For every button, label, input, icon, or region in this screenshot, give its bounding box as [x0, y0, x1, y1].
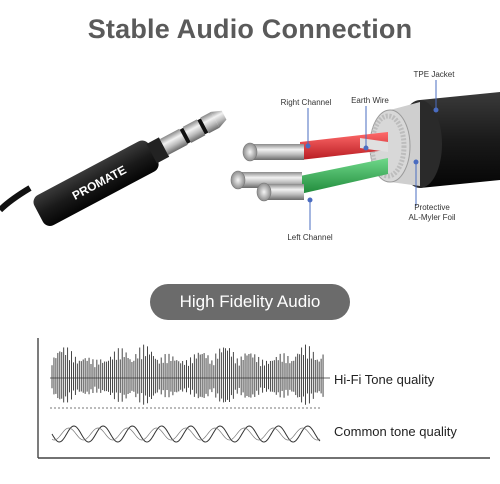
common-quality-label: Common tone quality — [334, 424, 457, 439]
high-fidelity-pill: High Fidelity Audio — [150, 284, 350, 320]
cable-cross-section — [230, 92, 500, 202]
common-waveform-echo — [51, 427, 321, 441]
hifi-waveform — [51, 344, 324, 405]
label-al-myler-foil: AL-Myler Foil — [408, 213, 455, 222]
page-title: Stable Audio Connection — [87, 14, 413, 44]
audio-jack-plug: PROMATE — [0, 110, 227, 226]
label-protective: Protective — [414, 203, 450, 212]
label-tpe-jacket: TPE Jacket — [414, 70, 456, 79]
common-waveform — [51, 425, 321, 443]
label-earth-wire: Earth Wire — [351, 96, 389, 105]
tone-comparison-graphic — [37, 338, 490, 459]
hifi-quality-label: Hi-Fi Tone quality — [334, 372, 435, 387]
label-right-channel: Right Channel — [281, 98, 332, 107]
cable-illustration: PROMATE TPE Jacket Right Channel — [0, 70, 500, 242]
label-left-channel: Left Channel — [287, 233, 333, 242]
